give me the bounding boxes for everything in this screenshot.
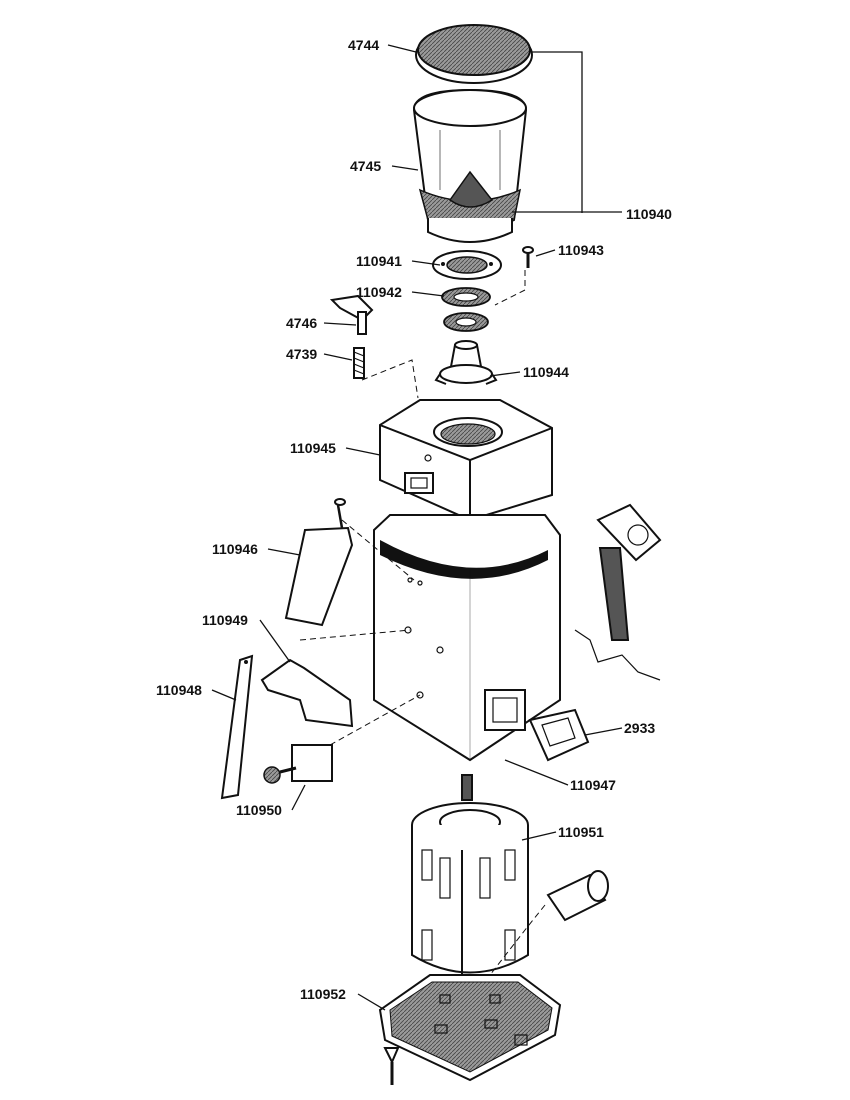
label-110948: 110948 [156, 682, 202, 698]
lever-part-4746 [329, 294, 374, 335]
leader-110942 [411, 291, 445, 297]
leader-110940 [512, 51, 622, 213]
label-110952: 110952 [300, 986, 346, 1002]
guide-line-screw-110946 [341, 519, 415, 581]
power-plug-cord [574, 503, 662, 681]
label-110946: 110946 [212, 541, 258, 557]
leader-110946 [267, 548, 301, 556]
burr-part-110942 [441, 287, 491, 332]
label-4739: 4739 [286, 346, 317, 362]
label-110945: 110945 [290, 440, 336, 456]
leader-110945 [345, 447, 381, 456]
leader-110944 [489, 371, 521, 377]
base-part-110952 [378, 974, 562, 1085]
hopper-part-4745 [412, 88, 528, 243]
leader-110951 [521, 831, 557, 841]
guide-line-spring [361, 359, 419, 399]
leader-4739 [323, 353, 353, 361]
label-110943: 110943 [558, 242, 604, 258]
guide-line-capacitor [489, 904, 546, 976]
spring-part-4739 [353, 347, 365, 379]
lever-bracket-part-110949 [260, 658, 354, 728]
label-4745: 4745 [350, 158, 381, 174]
label-110942: 110942 [356, 284, 402, 300]
leader-4746 [323, 322, 357, 326]
leader-4744 [387, 44, 417, 53]
arm-part-110948 [220, 654, 254, 800]
label-110950: 110950 [236, 802, 282, 818]
leader-110952 [357, 993, 386, 1011]
microswitch-part-110950 [263, 744, 333, 784]
leader-110947 [504, 759, 569, 786]
leader-110948 [211, 689, 237, 701]
adjuster-part-110944 [434, 340, 498, 385]
guide-line-bracket-1 [299, 629, 411, 641]
leader-4745 [391, 165, 419, 171]
label-110941: 110941 [356, 253, 402, 269]
label-2933: 2933 [624, 720, 655, 736]
switch-part-2933 [528, 708, 590, 762]
body-part-110947 [373, 514, 561, 762]
label-110947: 110947 [570, 777, 616, 793]
housing-top-part-110945 [379, 399, 553, 522]
label-4744: 4744 [348, 37, 379, 53]
label-110951: 110951 [558, 824, 604, 840]
guide-line-bracket-2 [329, 694, 421, 746]
leader-110943 [535, 249, 556, 257]
leader-110941 [411, 260, 441, 266]
capacitor-part [546, 870, 609, 922]
label-110944: 110944 [523, 364, 569, 380]
leader-110949 [259, 619, 291, 663]
label-4746: 4746 [286, 315, 317, 331]
motor-part-110951 [411, 774, 529, 985]
label-110949: 110949 [202, 612, 248, 628]
screw-part-110943 [522, 246, 534, 268]
guide-line-screw [494, 270, 526, 306]
bracket-part-110946 [284, 498, 354, 627]
lid-part-4744 [415, 24, 533, 84]
burr-carrier-part-110941 [432, 250, 502, 280]
label-110940: 110940 [626, 206, 672, 222]
leader-2933 [584, 727, 623, 736]
leader-110950 [291, 784, 306, 811]
